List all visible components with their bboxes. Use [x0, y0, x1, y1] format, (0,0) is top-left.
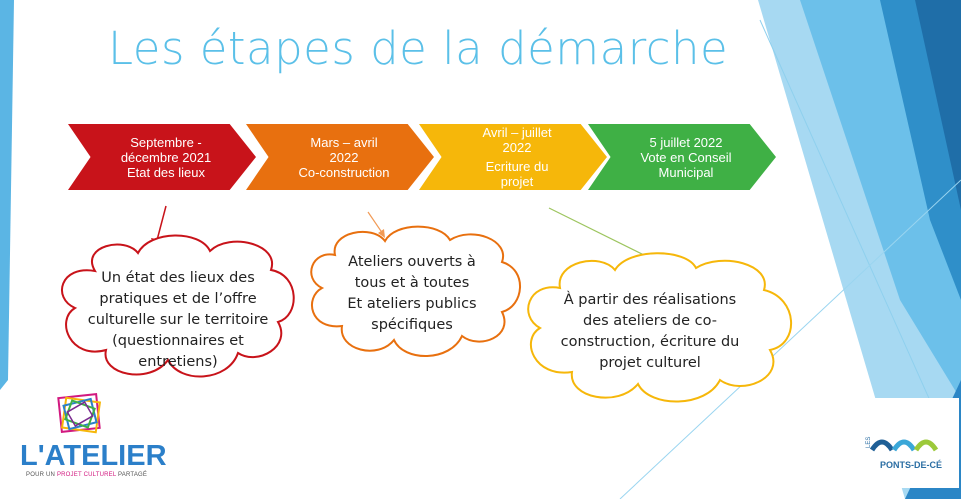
step-3-period-line-1: Avril – juillet: [482, 125, 552, 140]
step-4-arrow: 5 juillet 2022 Vote en Conseil Municipal: [588, 124, 776, 190]
atelier-tagline-post: PARTAGÉ: [116, 472, 148, 478]
cloud-3-shape: [527, 252, 793, 403]
atelier-tagline-highlight: PROJET CULTUREL: [56, 472, 117, 478]
atelier-logo-word: L'ATELIER: [20, 440, 167, 472]
step-1-desc: Etat des lieux: [126, 164, 206, 180]
cloud-2-line: tous et à toutes: [354, 275, 470, 291]
step-1-period-line-2: décembre 2021: [120, 149, 212, 165]
step-1-period-line-1: Septembre -: [130, 134, 202, 150]
step-2-period-line-2: 2022: [329, 149, 359, 165]
step-2-desc: Co-construction: [298, 164, 390, 180]
step-3-desc-line-2: projet: [500, 174, 534, 189]
cloud-1-line: (questionnaires et: [112, 333, 244, 349]
step-1-arrow: Septembre - décembre 2021 Etat des lieux: [68, 124, 256, 190]
cloud-2-shape: [310, 225, 521, 357]
cloud-1-line: culturelle sur le territoire: [87, 312, 269, 328]
ponts-logo-word: PONTS-DE-CÉ: [880, 460, 943, 470]
cloud-3-text: À partir des réalisations des ateliers d…: [530, 290, 770, 374]
step-2-arrow: Mars – avril 2022 Co-construction: [246, 124, 434, 190]
cloud-2-text: Ateliers ouverts à tous et à toutes Et a…: [322, 252, 502, 336]
step-3-desc-line-1: Ecriture du: [485, 159, 549, 174]
cloud-1-text: Un état des lieux des pratiques et de l’…: [68, 268, 288, 373]
arrow-line-3: [548, 207, 655, 261]
cloud-2-line: Et ateliers publics: [347, 296, 477, 312]
right-panel-navy: [915, 0, 961, 210]
step-3-period-line-2: 2022: [502, 140, 532, 155]
arrow-line-2: [367, 211, 384, 235]
left-edge-shape: [0, 0, 14, 390]
cloud-3-line: des ateliers de co-: [583, 313, 717, 329]
step-4-desc-line-2: Municipal: [658, 164, 714, 180]
arrow-head-2: [378, 229, 385, 238]
step-2-period-line-1: Mars – avril: [310, 134, 378, 150]
atelier-logo: L'ATELIER POUR UN PROJET CULTUREL PARTAG…: [20, 390, 180, 480]
cloud-1-shape: [61, 234, 295, 378]
ponts-de-ce-logo: LES PONTS-DE-CÉ: [836, 398, 959, 488]
bridge-arches-icon: [869, 439, 939, 452]
atelier-tagline-pre: POUR UN: [26, 472, 57, 478]
step-4-desc-line-1: Vote en Conseil: [640, 149, 732, 165]
atelier-logo-tagline: POUR UN PROJET CULTUREL PARTAGÉ: [26, 472, 147, 478]
decor-line-2: [619, 179, 961, 499]
cloud-2-line: Ateliers ouverts à: [348, 254, 476, 270]
step-3-arrow: Avril – juillet 2022 Ecriture du projet: [419, 124, 607, 190]
decor-line-1: [759, 19, 961, 471]
cloud-3-line: À partir des réalisations: [563, 292, 737, 308]
step-4-period-line-1: 5 juillet 2022: [649, 134, 723, 150]
cloud-3-line: projet culturel: [599, 355, 701, 371]
atelier-frames-icon: [57, 393, 102, 434]
cloud-3-line: construction, écriture du: [560, 334, 740, 350]
slide-title: Les étapes de la démarche: [108, 22, 729, 75]
cloud-1-line: entretiens): [138, 354, 218, 370]
cloud-1-line: pratiques et de l’offre: [99, 291, 257, 307]
cloud-2-line: spécifiques: [371, 317, 453, 333]
ponts-logo-les: LES: [866, 436, 872, 448]
cloud-1-line: Un état des lieux des: [101, 270, 255, 286]
